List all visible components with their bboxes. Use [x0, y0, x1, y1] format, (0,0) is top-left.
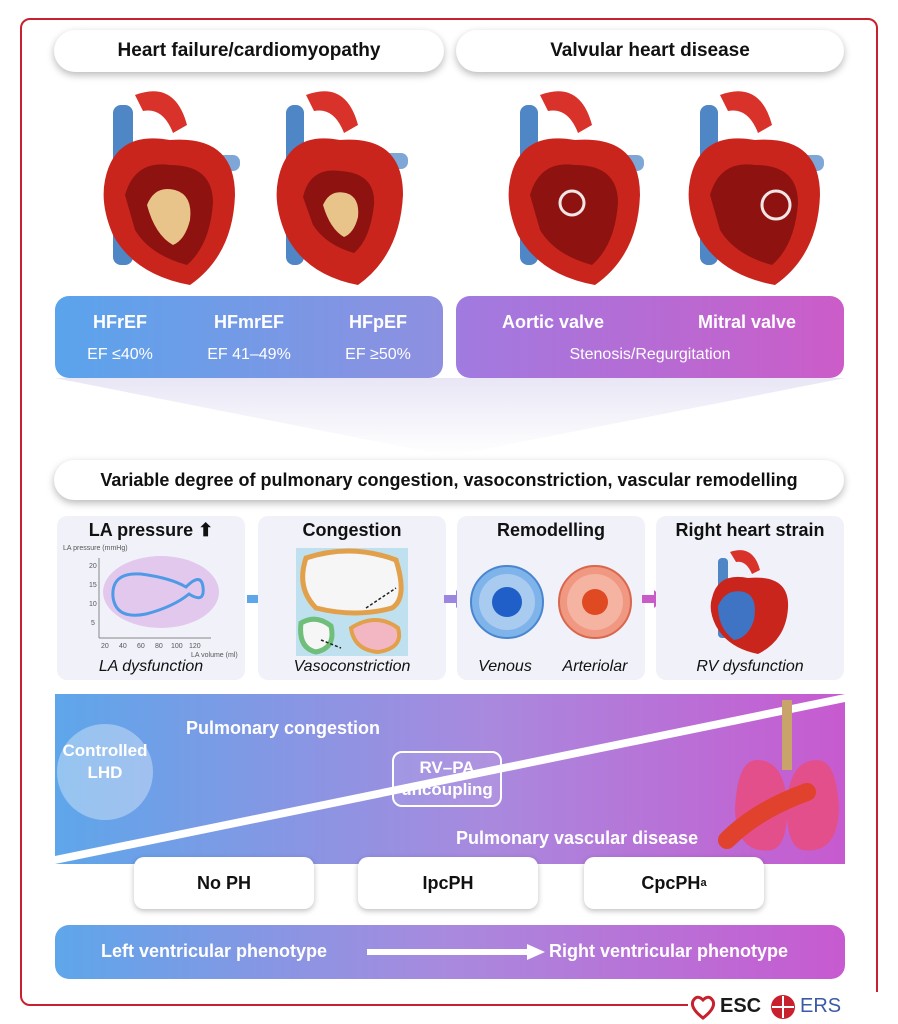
convergence-funnel	[55, 378, 845, 458]
heart-illustration-aortic	[500, 85, 655, 290]
hfmref-ef: EF 41–49%	[184, 346, 314, 364]
esc-logo-text: ESC	[720, 995, 761, 1018]
la-chart-ylabel: LA pressure (mmHg)	[63, 545, 128, 552]
cpcph-label: CpcPH	[641, 873, 700, 894]
venous-caption: Venous	[457, 658, 553, 676]
category-heart-failure-label: Heart failure/cardiomyopathy	[118, 40, 381, 62]
congestion-title: Congestion	[258, 520, 446, 541]
arteriolar-vessel-icon	[557, 564, 633, 640]
xtick: 100	[171, 643, 183, 650]
hfmref-label: HFmrEF	[184, 312, 314, 333]
rv-dysfunction-caption: RV dysfunction	[656, 658, 844, 676]
esc-heart-icon	[690, 994, 716, 1020]
heart-illustration-hfpef	[268, 85, 418, 290]
heart-illustration-mitral	[680, 85, 835, 290]
panel-la-pressure: LA pressure ⬆ LA pressure (mmHg) 20 15 1…	[57, 516, 245, 680]
mechanism-banner: Variable degree of pulmonary congestion,…	[54, 460, 844, 500]
xtick: 60	[137, 643, 145, 650]
remodelling-title: Remodelling	[457, 520, 645, 541]
la-pressure-title: LA pressure ⬆	[57, 520, 245, 541]
mitral-valve-label: Mitral valve	[650, 312, 844, 333]
ipcph-label: IpcPH	[422, 873, 473, 894]
heart-illustration-hfref	[95, 85, 255, 290]
panel-remodelling: Remodelling Venous Arteriolar	[457, 516, 645, 680]
pulmonary-congestion-label: Pulmonary congestion	[186, 718, 380, 739]
aortic-valve-label: Aortic valve	[456, 312, 650, 333]
valve-pathology-label: Stenosis/Regurgitation	[456, 346, 844, 364]
xtick: 40	[119, 643, 127, 650]
right-heart-strain-title: Right heart strain	[656, 520, 844, 541]
hfpef-label: HFpEF	[313, 312, 443, 333]
hfpef-ef: EF ≥50%	[313, 346, 443, 364]
up-arrow-icon: ⬆	[198, 520, 213, 540]
arteriolar-caption: Arteriolar	[545, 658, 645, 676]
ers-emblem-icon	[770, 994, 796, 1020]
category-valvular: Valvular heart disease	[456, 30, 844, 72]
left-phenotype-label: Left ventricular phenotype	[101, 941, 327, 962]
cpcph-footnote-marker: a	[700, 877, 706, 889]
hfref-ef: EF ≤40%	[55, 346, 185, 364]
ytick: 20	[89, 563, 97, 570]
ytick: 15	[89, 582, 97, 589]
ers-logo-text: ERS	[800, 995, 841, 1018]
xtick: 80	[155, 643, 163, 650]
ytick: 5	[91, 620, 95, 627]
venous-vessel-icon	[469, 564, 545, 640]
panel-congestion: Congestion Vasoconstriction	[258, 516, 446, 680]
la-dysfunction-caption: LA dysfunction	[57, 658, 245, 676]
xtick: 120	[189, 643, 201, 650]
society-logos: ESC ERS	[688, 992, 878, 1022]
no-ph-label: No PH	[197, 873, 251, 894]
category-valvular-label: Valvular heart disease	[550, 40, 750, 62]
panel-right-heart-strain: Right heart strain RV dysfunction	[656, 516, 844, 680]
controlled-lhd-label: Controlled LHD	[58, 740, 152, 784]
vasoconstriction-caption: Vasoconstriction	[258, 658, 446, 676]
valve-disease-band: Aortic valve Mitral valve Stenosis/Regur…	[456, 296, 844, 378]
ph-box-no-ph: No PH	[134, 857, 314, 909]
la-pv-loop-chart: LA pressure (mmHg) 20 15 10 5 20 40 60 8…	[61, 542, 243, 660]
phenotype-band: Left ventricular phenotype Right ventric…	[55, 925, 845, 979]
mechanism-banner-label: Variable degree of pulmonary congestion,…	[100, 470, 797, 491]
xtick: 20	[101, 643, 109, 650]
arrow-right-icon	[367, 944, 545, 960]
ytick: 10	[89, 601, 97, 608]
congestion-illustration	[296, 548, 408, 656]
rv-heart-illustration	[708, 548, 794, 656]
right-phenotype-label: Right ventricular phenotype	[549, 941, 788, 962]
category-heart-failure: Heart failure/cardiomyopathy	[54, 30, 444, 72]
la-pressure-title-text: LA pressure	[89, 520, 193, 540]
hf-phenotype-band: HFrEF EF ≤40% HFmrEF EF 41–49% HFpEF EF …	[55, 296, 443, 378]
rv-pa-uncoupling-label: RV–PA uncoupling	[392, 751, 502, 807]
hfref-label: HFrEF	[55, 312, 185, 333]
pulmonary-vascular-disease-label: Pulmonary vascular disease	[456, 828, 698, 849]
ph-box-ipcph: IpcPH	[358, 857, 538, 909]
